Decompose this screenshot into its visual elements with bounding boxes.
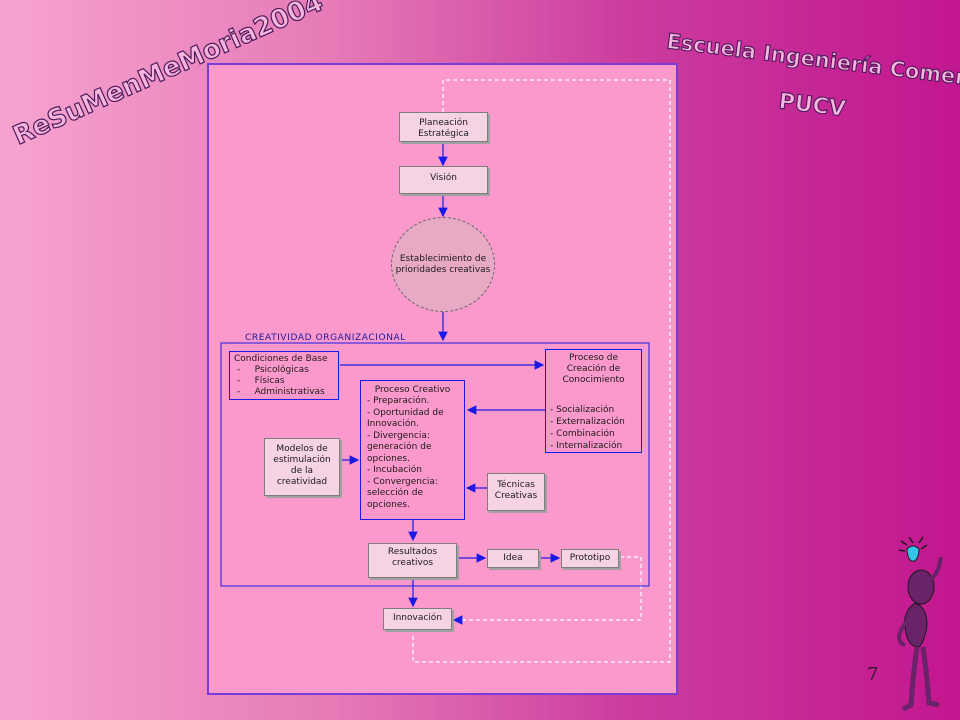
box-modelos: Modelos de estimulación de la creativida… [264,438,340,496]
conocimiento-item: - Combinación [550,429,615,439]
conocimiento-item: - Externalización [550,417,625,427]
conocimiento-item: - Socialización [550,405,615,415]
creativo-item: - Oportunidad de Innovación. [367,407,444,430]
condiciones-item: - Administrativas [237,387,325,397]
box-condiciones: Condiciones de Base - Psicológicas - Fís… [229,351,339,400]
proceso-conocimiento-list: - Socialización - Externalización - Comb… [550,404,637,452]
prototype-dashed [620,556,642,620]
conocimiento-item: - Internalización [550,441,623,451]
box-resultados: Resultados creativos [368,543,457,578]
box-prototipo: Prototipo [561,549,619,568]
proceso-creativo-title: Proceso Creativo [374,385,451,395]
creativo-item: - Preparación. [367,396,430,406]
circle-establecimiento: Establecimiento de prioridades creativas [391,217,495,312]
box-innovacion: Innovación [383,608,452,630]
condiciones-title: Condiciones de Base [234,354,328,364]
creativo-item: - Incubación [367,465,423,475]
box-planeacion: Planeación Estratégica [399,112,488,142]
creativo-item: - Convergencia: selección de opciones. [367,476,438,510]
creativo-item: - Divergencia: generación de opciones. [367,430,432,464]
condiciones-item: - Físicas [237,376,285,386]
stick-figure-illustration [896,536,943,712]
lightbulb-icon [906,545,920,562]
box-vision: Visión [399,166,488,194]
page-number: 7 [867,664,879,685]
creatividad-frame [220,342,650,587]
creatividad-title: CREATIVIDAD ORGANIZACIONAL [245,333,406,343]
box-proceso-conocimiento: Proceso de Creación de Conocimiento - So… [545,349,642,453]
box-proceso-creativo: Proceso Creativo - Preparación. - Oportu… [360,380,465,520]
proceso-conocimiento-title: Proceso de Creación de Conocimiento [562,353,625,385]
establecimiento-text: Establecimiento de prioridades creativas [395,253,491,275]
box-idea: Idea [487,549,539,568]
condiciones-item: - Psicológicas [237,365,309,375]
feedback-dashed-outer [412,79,671,663]
condiciones-list: - Psicológicas - Físicas - Administrativ… [234,365,334,398]
proceso-creativo-list: - Preparación. - Oportunidad de Innovaci… [367,396,458,511]
box-tecnicas: Técnicas Creativas [487,473,545,511]
